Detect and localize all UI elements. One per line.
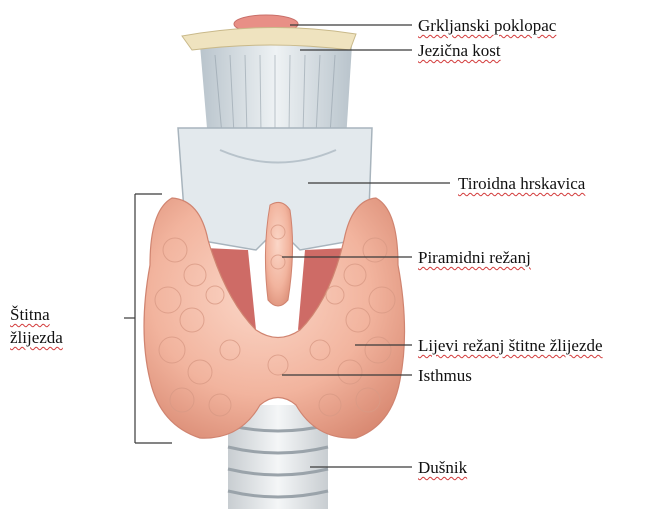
label-thyroid-gland-line1: Štitna (10, 306, 50, 323)
label-isthmus: Isthmus (418, 367, 472, 384)
label-trachea: Dušnik (418, 459, 467, 476)
label-epiglottis: Grkljanski poklopac (418, 17, 556, 34)
label-pyramidal-lobe: Piramidni režanj (418, 249, 531, 266)
label-thyroid-gland-line2: žlijezda (10, 329, 63, 346)
label-left-lobe: Lijevi režanj štitne žlijezde (418, 337, 603, 354)
thyroid-gland-shape (144, 198, 405, 438)
thyrohyoid-membrane-shape (200, 45, 352, 140)
label-thyroid-cartilage: Tiroidna hrskavica (458, 175, 585, 192)
label-hyoid-bone: Jezična kost (418, 42, 501, 59)
